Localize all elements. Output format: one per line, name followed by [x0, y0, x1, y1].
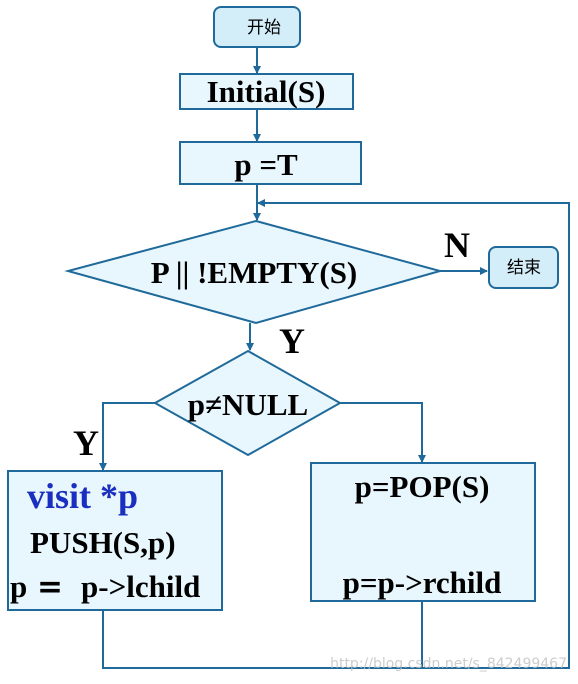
- initial-box: [179, 73, 354, 110]
- assign-label: p =T: [234, 147, 298, 182]
- lchild-p-label: p: [10, 569, 27, 604]
- watermark: http://blog.csdn.net/s_842499467: [330, 656, 567, 672]
- assign-box: [179, 141, 362, 185]
- null-check-label: p≠NULL: [188, 387, 308, 422]
- loop-condition-diamond: [64, 219, 444, 325]
- right-action-box: [310, 462, 536, 602]
- left-action-box: [7, 470, 223, 611]
- edge-left-loopback: [102, 199, 570, 669]
- connectors: [99, 48, 570, 669]
- lchild-value-label: p->lchild: [81, 569, 200, 604]
- visit-label: visit *p: [27, 476, 138, 516]
- pop-label: p=POP(S): [355, 469, 490, 504]
- push-label: PUSH(S,p): [30, 525, 176, 560]
- edge-nullcheck-left: [99, 402, 155, 471]
- no-label: N: [444, 225, 470, 265]
- null-check-diamond: [152, 349, 343, 457]
- end-label: 结束: [507, 258, 541, 278]
- yes-null-label: Y: [73, 423, 99, 463]
- initial-label: Initial(S): [207, 74, 326, 109]
- rchild-label: p=p->rchild: [343, 565, 502, 600]
- edge-nullcheck-right: [340, 402, 426, 463]
- loop-condition-label: P || !EMPTY(S): [151, 255, 358, 290]
- lchild-eq-label: =: [37, 569, 63, 605]
- start-label: 开始: [247, 18, 281, 38]
- yes-loop-label: Y: [279, 321, 305, 361]
- end-node: [488, 246, 559, 289]
- start-node: [213, 6, 301, 48]
